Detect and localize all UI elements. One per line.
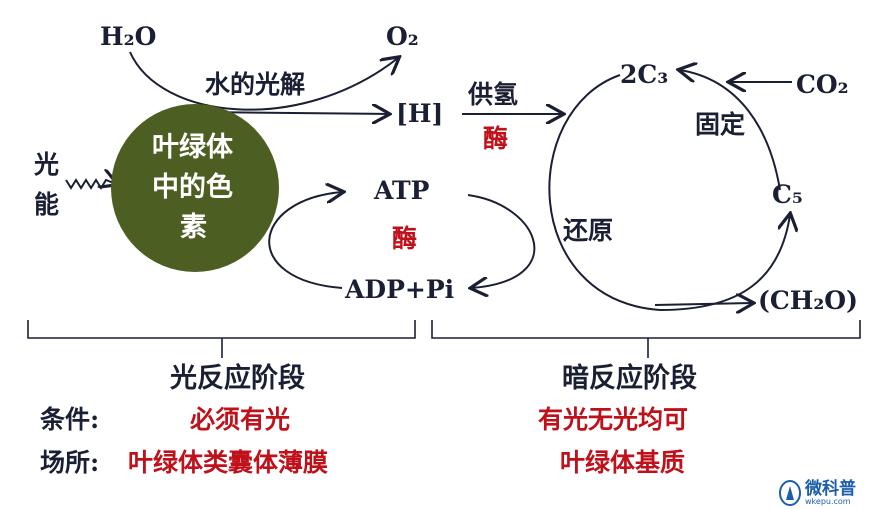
pigment-circle bbox=[111, 104, 279, 272]
adp-label: ADP+Pi bbox=[345, 275, 455, 304]
c5-label: C₅ bbox=[772, 180, 803, 209]
calvin-cycle-left bbox=[548, 74, 661, 311]
atp-label: ATP bbox=[374, 176, 430, 205]
pigment-line-2: 中的色 bbox=[152, 172, 233, 203]
reduction-label: 还原 bbox=[563, 216, 614, 245]
product-label: (CH₂O) bbox=[758, 286, 858, 315]
light-energy-2: 能 bbox=[34, 190, 60, 219]
adp-to-atp-arc bbox=[268, 192, 342, 289]
location-label: 场所: bbox=[40, 448, 100, 477]
light-wave-arrow bbox=[65, 180, 116, 190]
light-location: 叶绿体类囊体薄膜 bbox=[128, 448, 329, 477]
watermark-logo: 微科普 wkepu.com bbox=[778, 480, 856, 506]
water-label: H₂O bbox=[100, 22, 157, 51]
photolysis-arrow bbox=[129, 51, 398, 111]
light-stage-bracket bbox=[27, 320, 416, 358]
atp-to-adp-arc bbox=[468, 194, 536, 288]
light-energy-1: 光 bbox=[34, 150, 60, 179]
regeneration-arc bbox=[659, 215, 790, 311]
dark-condition: 有光无光均可 bbox=[538, 405, 689, 434]
light-condition: 必须有光 bbox=[190, 405, 291, 434]
photolysis-label: 水的光解 bbox=[205, 70, 306, 99]
light-stage-label: 光反应阶段 bbox=[170, 363, 305, 394]
dark-stage-label: 暗反应阶段 bbox=[562, 363, 697, 394]
dark-enzyme-label: 酶 bbox=[483, 124, 509, 153]
watermark-name: 微科普 bbox=[805, 478, 856, 499]
pigment-line-3: 素 bbox=[180, 212, 207, 243]
co2-label: CO₂ bbox=[796, 70, 849, 99]
light-enzyme-label: 酶 bbox=[392, 224, 418, 253]
pigment-line-1: 叶绿体 bbox=[152, 132, 233, 163]
watermark-url: wkepu.com bbox=[805, 496, 851, 506]
condition-label: 条件: bbox=[40, 405, 100, 434]
dark-location: 叶绿体基质 bbox=[560, 448, 686, 477]
fixation-label: 固定 bbox=[695, 110, 746, 139]
fixation-arc bbox=[680, 70, 781, 191]
product-arrow bbox=[654, 303, 752, 305]
dark-stage-bracket bbox=[431, 320, 861, 358]
c3-label: 2C₃ bbox=[620, 60, 669, 89]
hydrogen-label: [H] bbox=[396, 99, 444, 128]
supply-hydrogen-label: 供氢 bbox=[468, 80, 519, 109]
logo-icon bbox=[779, 480, 801, 506]
oxygen-label: O₂ bbox=[386, 22, 419, 51]
